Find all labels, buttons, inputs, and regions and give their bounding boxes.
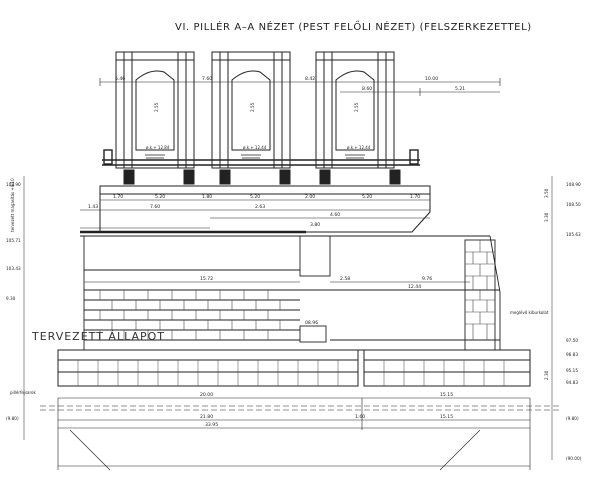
right-small-1: 3.50 — [544, 188, 549, 198]
left-elev-3: 103.43 — [6, 266, 21, 271]
cap-dim-1: 1.70 — [113, 194, 123, 200]
left-note-2: pillérfejsarok — [10, 390, 36, 395]
top-dim-4: 10.00 — [425, 76, 438, 82]
bottom-dimension-lines — [40, 397, 560, 471]
cap-dim2-3: 2.63 — [255, 204, 265, 210]
left-note-1: tervezett magasítás +0.10 — [10, 178, 15, 232]
bearings — [123, 169, 401, 185]
left-elev-5: (9.80) — [6, 416, 19, 421]
right-elev-8: (9.80) — [566, 416, 579, 421]
cap-dim-2: 5.20 — [155, 194, 165, 200]
bottom-dim-1: 20.00 — [200, 392, 213, 398]
left-elev-1: 108.90 — [6, 182, 21, 187]
bottom-dim-3: 1.60 — [355, 414, 365, 420]
body-dimension-lines — [84, 281, 500, 291]
bearing-details — [145, 149, 365, 159]
cap-dim2-4: 4.60 — [330, 212, 340, 218]
girder-height-3: 2.55 — [354, 102, 359, 112]
cap-dim-3: 1.80 — [202, 194, 212, 200]
box-girders — [102, 51, 420, 185]
body-dim-5: 08.96 — [305, 320, 318, 326]
cross-beams — [102, 149, 420, 166]
girder-height-2: 2.55 — [250, 102, 255, 112]
bottom-total-2: 33.95 — [205, 422, 218, 428]
top-dim-1: 5.46 — [115, 76, 125, 82]
foundation-joints — [77, 360, 505, 386]
right-elev-9: (90.00) — [566, 456, 582, 461]
pier-cap — [80, 185, 490, 237]
box-girder-3 — [315, 51, 395, 169]
left-elev-4: 9.30 — [6, 296, 16, 301]
masonry-joints — [99, 240, 495, 340]
bearing-label-3: ø.k.+ 12.44 — [347, 145, 371, 150]
left-elev-2: 105.71 — [6, 238, 21, 243]
bottom-total-3: 15.15 — [440, 414, 453, 420]
right-elev-5: 96.83 — [566, 352, 578, 357]
cap-dim-6: 5.20 — [362, 194, 372, 200]
top-dimension-line — [99, 78, 501, 96]
cap-dim2-2: 7.60 — [150, 204, 160, 210]
right-elev-1: 108.90 — [566, 182, 581, 187]
top-dim-3: 8.42 — [305, 76, 315, 82]
right-small-3: 2.30 — [544, 370, 549, 380]
cap-dim-7: 1.70 — [410, 194, 420, 200]
drawing-title: VI. PILLÉR A–A NÉZET (PEST FELŐLI NÉZET)… — [175, 19, 532, 33]
right-elev-3: 105.63 — [566, 232, 581, 237]
right-elev-4: 97.50 — [566, 338, 578, 343]
box-girder-2 — [211, 51, 291, 169]
right-note-1: meglévő kiburkolat — [510, 310, 549, 315]
body-dim-1: 15.72 — [200, 276, 213, 282]
right-small-2: 3.30 — [544, 212, 549, 222]
cap-dim2-5: 3.80 — [310, 222, 320, 228]
box-girder-1 — [115, 51, 195, 169]
bearing-label-2: ø.k.+ 12.44 — [243, 145, 267, 150]
top-dim-2: 7.60 — [202, 76, 212, 82]
foundation — [57, 349, 531, 387]
cap-dim-5: 2.00 — [305, 194, 315, 200]
body-dim-2: 2.58 — [340, 276, 350, 282]
bottom-total-1: 21.80 — [200, 414, 213, 420]
state-label: TERVEZETT ÁLLAPOT — [31, 330, 165, 343]
top-dim-6: 5.21 — [455, 86, 465, 92]
body-dim-4: 12.44 — [408, 284, 421, 290]
right-elev-7: 94.83 — [566, 380, 578, 385]
cap-dim-4: 5.20 — [250, 194, 260, 200]
bearing-label-1: ø.k.+ 12.84 — [146, 145, 170, 150]
right-elev-6: 95.15 — [566, 368, 578, 373]
cap-dimension-lines — [80, 199, 430, 229]
right-elev-2: 108.50 — [566, 202, 581, 207]
cap-dim2-1: 1.43 — [88, 204, 98, 210]
body-dim-3: 9.76 — [422, 276, 432, 282]
girder-height-1: 2.55 — [154, 102, 159, 112]
top-dim-5: 8.60 — [362, 86, 372, 92]
bottom-dim-2: 15.15 — [440, 392, 453, 398]
